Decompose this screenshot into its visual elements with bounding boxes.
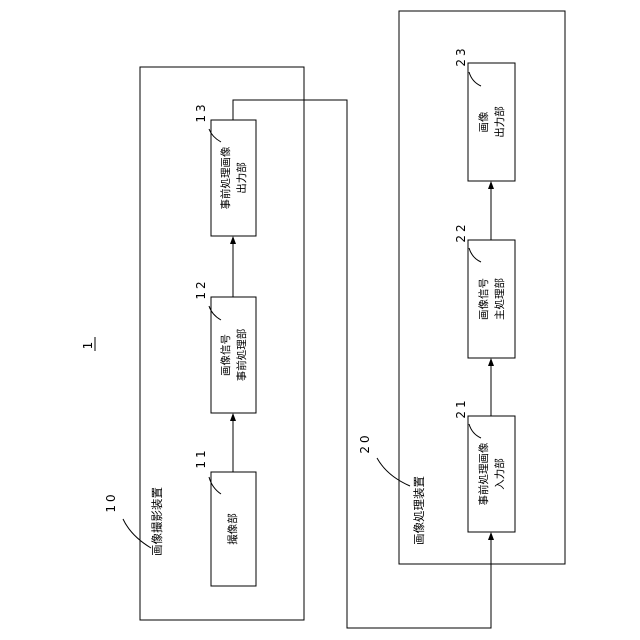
block-12-line-1: 画像信号 (220, 334, 232, 376)
block-11-ref: 11 (194, 447, 208, 468)
block-22-line-1: 画像信号 (478, 278, 490, 320)
block-12 (211, 297, 256, 413)
block-23-line-1: 画像 (478, 111, 490, 132)
block-11-line-1: 撮像部 (226, 513, 239, 545)
block-23-line-2: 出力部 (493, 106, 506, 138)
block-21-line-1: 事前処理画像 (477, 442, 490, 505)
imaging-device-ref: 10 (104, 491, 118, 512)
figure-label: 1 (81, 339, 95, 350)
block-23-ref: 23 (454, 45, 468, 66)
processing-device-title: 画像処理装置 (412, 476, 426, 545)
block-21-line-2: 入力部 (493, 458, 506, 490)
processing-device-ref: 20 (358, 432, 372, 453)
block-21-ref: 21 (454, 397, 468, 418)
block-22-ref: 22 (454, 221, 468, 242)
imaging-device: 画像撮影装置 10 撮像部 11 画像信号 事前処理部 12 事前処理画像 出力… (104, 67, 304, 620)
block-22-line-2: 主処理部 (493, 278, 506, 320)
block-12-line-2: 事前処理部 (235, 329, 248, 382)
processing-device: 画像処理装置 20 事前処理画像 入力部 21 画像信号 主処理部 22 画像 … (358, 11, 565, 564)
block-13-line-2: 出力部 (235, 162, 248, 194)
block-23 (468, 63, 515, 181)
block-12-ref: 12 (194, 278, 208, 299)
imaging-device-title: 画像撮影装置 (150, 487, 164, 556)
block-13-line-1: 事前処理画像 (219, 146, 232, 209)
block-13 (211, 120, 256, 236)
block-13-ref: 13 (194, 101, 208, 122)
block-21 (468, 416, 515, 532)
